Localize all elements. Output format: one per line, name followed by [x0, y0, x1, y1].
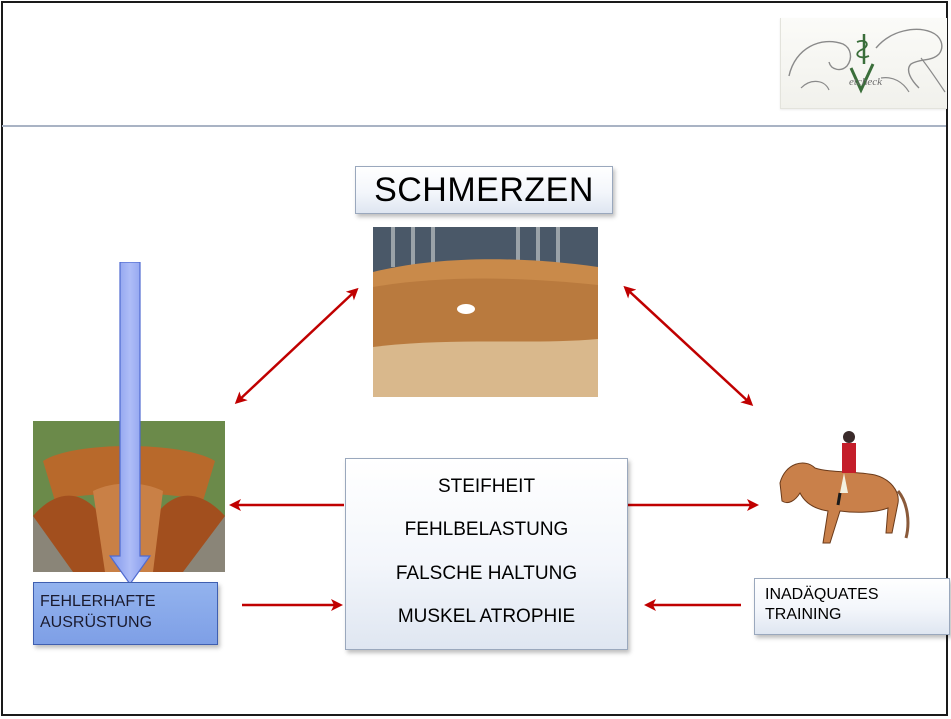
blue-down-arrow [108, 262, 152, 586]
horse-outline-icon [788, 28, 946, 94]
symptoms-box: STEIFHEIT FEHLBELASTUNG FALSCHE HALTUNG … [345, 458, 628, 650]
vetcheck-logo: etcheck [780, 18, 947, 109]
equipment-label-line1: FEHLERHAFTE [40, 593, 156, 610]
symptom-item: MUSKEL ATROPHIE [397, 606, 576, 628]
symptom-item: FEHLBELASTUNG [404, 519, 569, 541]
symptom-item: STEIFHEIT [437, 475, 536, 497]
training-label-box: INADÄQUATES TRAINING [754, 578, 950, 635]
equipment-label-line2: AUSRÜSTUNG [40, 614, 153, 631]
logo-wordmark: etcheck [849, 76, 882, 88]
pain-title: SCHMERZEN [374, 170, 594, 209]
training-label-line1: INADÄQUATES [765, 586, 879, 603]
horse-back-photo [373, 227, 598, 397]
arrow-pain-equipment [234, 287, 359, 405]
symptom-item: FALSCHE HALTUNG [395, 562, 578, 584]
rider-photo [760, 413, 916, 564]
header-divider [2, 125, 946, 127]
pain-title-box: SCHMERZEN [355, 166, 613, 214]
arrow-pain-training [623, 285, 754, 407]
training-label-line2: TRAINING [765, 606, 842, 623]
equipment-label-box: FEHLERHAFTE AUSRÜSTUNG [33, 582, 218, 645]
